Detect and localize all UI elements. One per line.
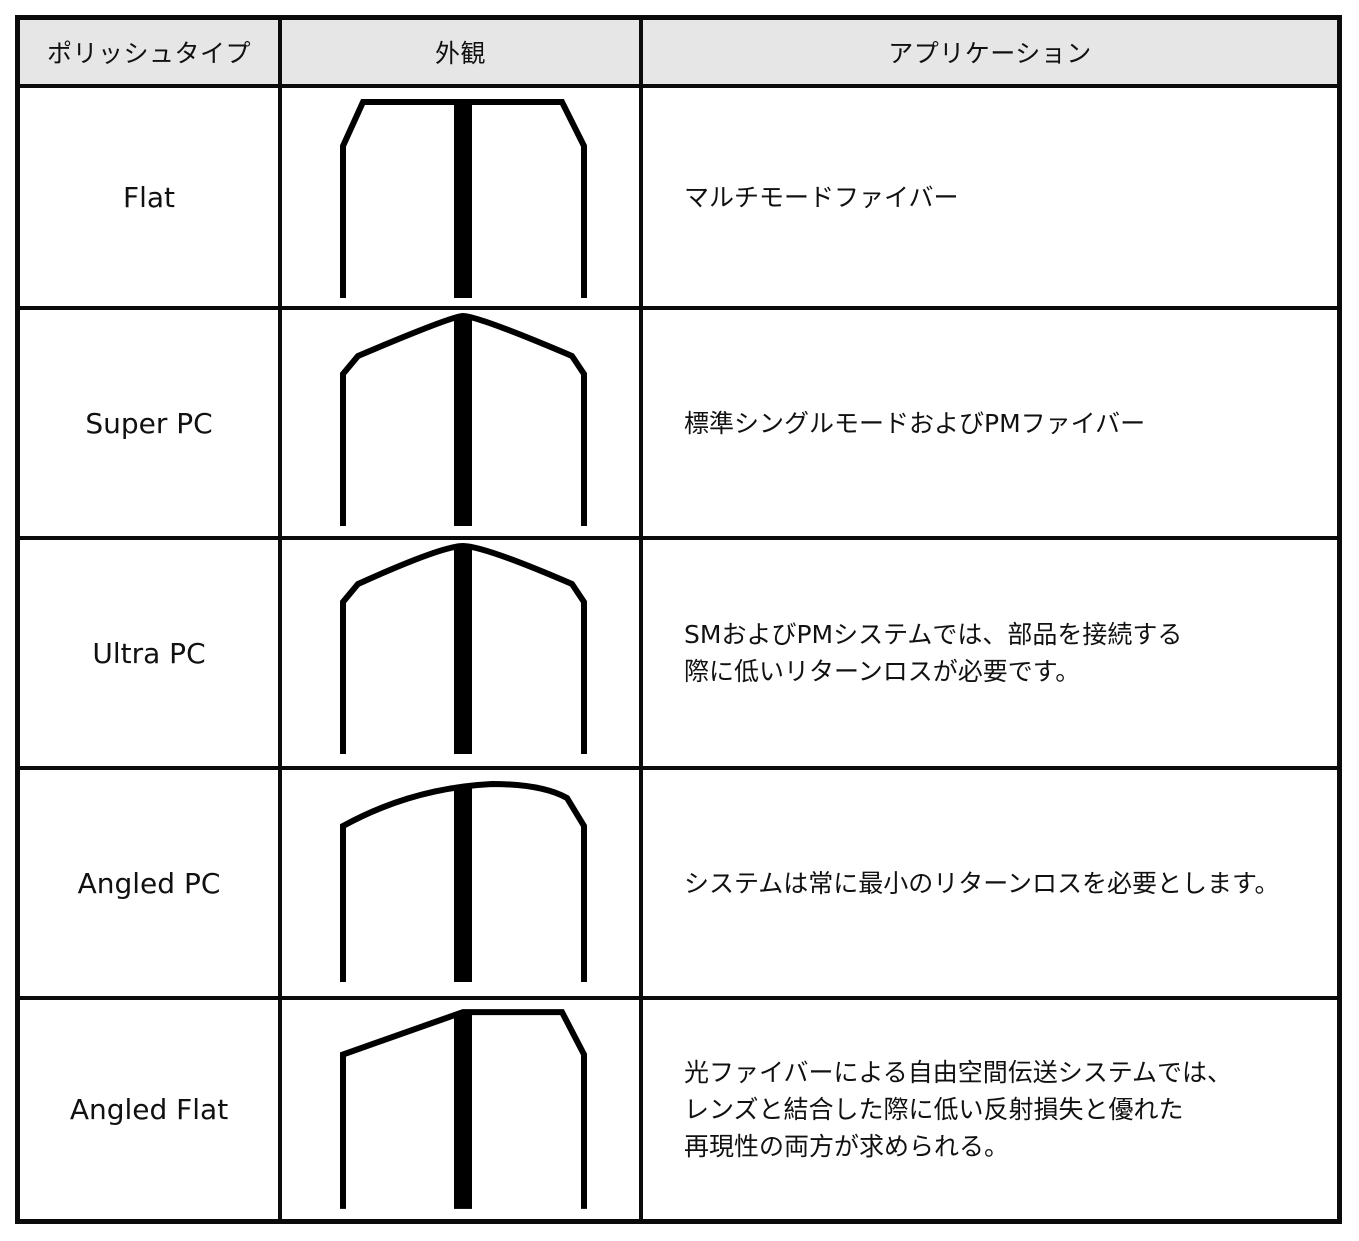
table-row-ultra-pc-type: Ultra PC	[20, 540, 282, 770]
table-row-angled-pc-application: システムは常に最小のリターンロスを必要とします。	[643, 770, 1337, 1000]
flat-polish-profile-icon	[340, 99, 587, 298]
header-polish-type: ポリッシュタイプ	[20, 20, 282, 88]
application-text: SMおよびPMシステムでは、部品を接続する 際に低いリターンロスが必要です。	[684, 620, 1183, 686]
header-application-label: アプリケーション	[888, 39, 1092, 68]
application-text: 光ファイバーによる自由空間伝送システムでは、 レンズと結合した際に低い反射損失と…	[684, 1058, 1233, 1161]
polish-type-label: Angled PC	[77, 866, 221, 900]
application-text: システムは常に最小のリターンロスを必要とします。	[684, 868, 1280, 898]
header-appearance-label: 外観	[434, 39, 486, 68]
table-row-super-pc-application: 標準シングルモードおよびPMファイバー	[643, 310, 1337, 540]
table-row-flat-application: マルチモードファイバー	[643, 88, 1337, 310]
angled-pc-polish-profile-icon	[340, 780, 587, 982]
polish-type-label: Ultra PC	[92, 636, 206, 670]
table-row-flat-type: Flat	[20, 88, 282, 310]
header-application: アプリケーション	[643, 20, 1337, 88]
polish-type-label: Super PC	[85, 406, 213, 440]
table-row-angled-flat-application: 光ファイバーによる自由空間伝送システムでは、 レンズと結合した際に低い反射損失と…	[643, 1000, 1337, 1219]
table-row-ultra-pc-appearance	[282, 540, 643, 770]
super-pc-polish-profile-icon	[340, 312, 587, 526]
polish-type-label: Angled Flat	[69, 1093, 229, 1126]
ultra-pc-polish-profile-icon	[340, 542, 587, 754]
table-row-angled-pc-type: Angled PC	[20, 770, 282, 1000]
polish-type-label: Flat	[122, 180, 176, 214]
table-row-ultra-pc-application: SMおよびPMシステムでは、部品を接続する 際に低いリターンロスが必要です。	[643, 540, 1337, 770]
table-row-flat-appearance	[282, 88, 643, 310]
angled-flat-polish-profile-icon	[340, 1009, 587, 1209]
header-polish-type-label: ポリッシュタイプ	[46, 39, 251, 68]
table-row-angled-flat-appearance	[282, 1000, 643, 1219]
table-row-angled-pc-appearance	[282, 770, 643, 1000]
table-row-angled-flat-type: Angled Flat	[20, 1000, 282, 1219]
table-grid: ポリッシュタイプ 外観 アプリケーション Flat マルチモードファイバー Su…	[20, 20, 1337, 1219]
polish-type-table: ポリッシュタイプ 外観 アプリケーション Flat マルチモードファイバー Su…	[15, 15, 1342, 1224]
table-row-super-pc-type: Super PC	[20, 310, 282, 540]
application-text: 標準シングルモードおよびPMファイバー	[684, 408, 1146, 438]
application-text: マルチモードファイバー	[684, 182, 959, 212]
header-appearance: 外観	[282, 20, 643, 88]
table-row-super-pc-appearance	[282, 310, 643, 540]
